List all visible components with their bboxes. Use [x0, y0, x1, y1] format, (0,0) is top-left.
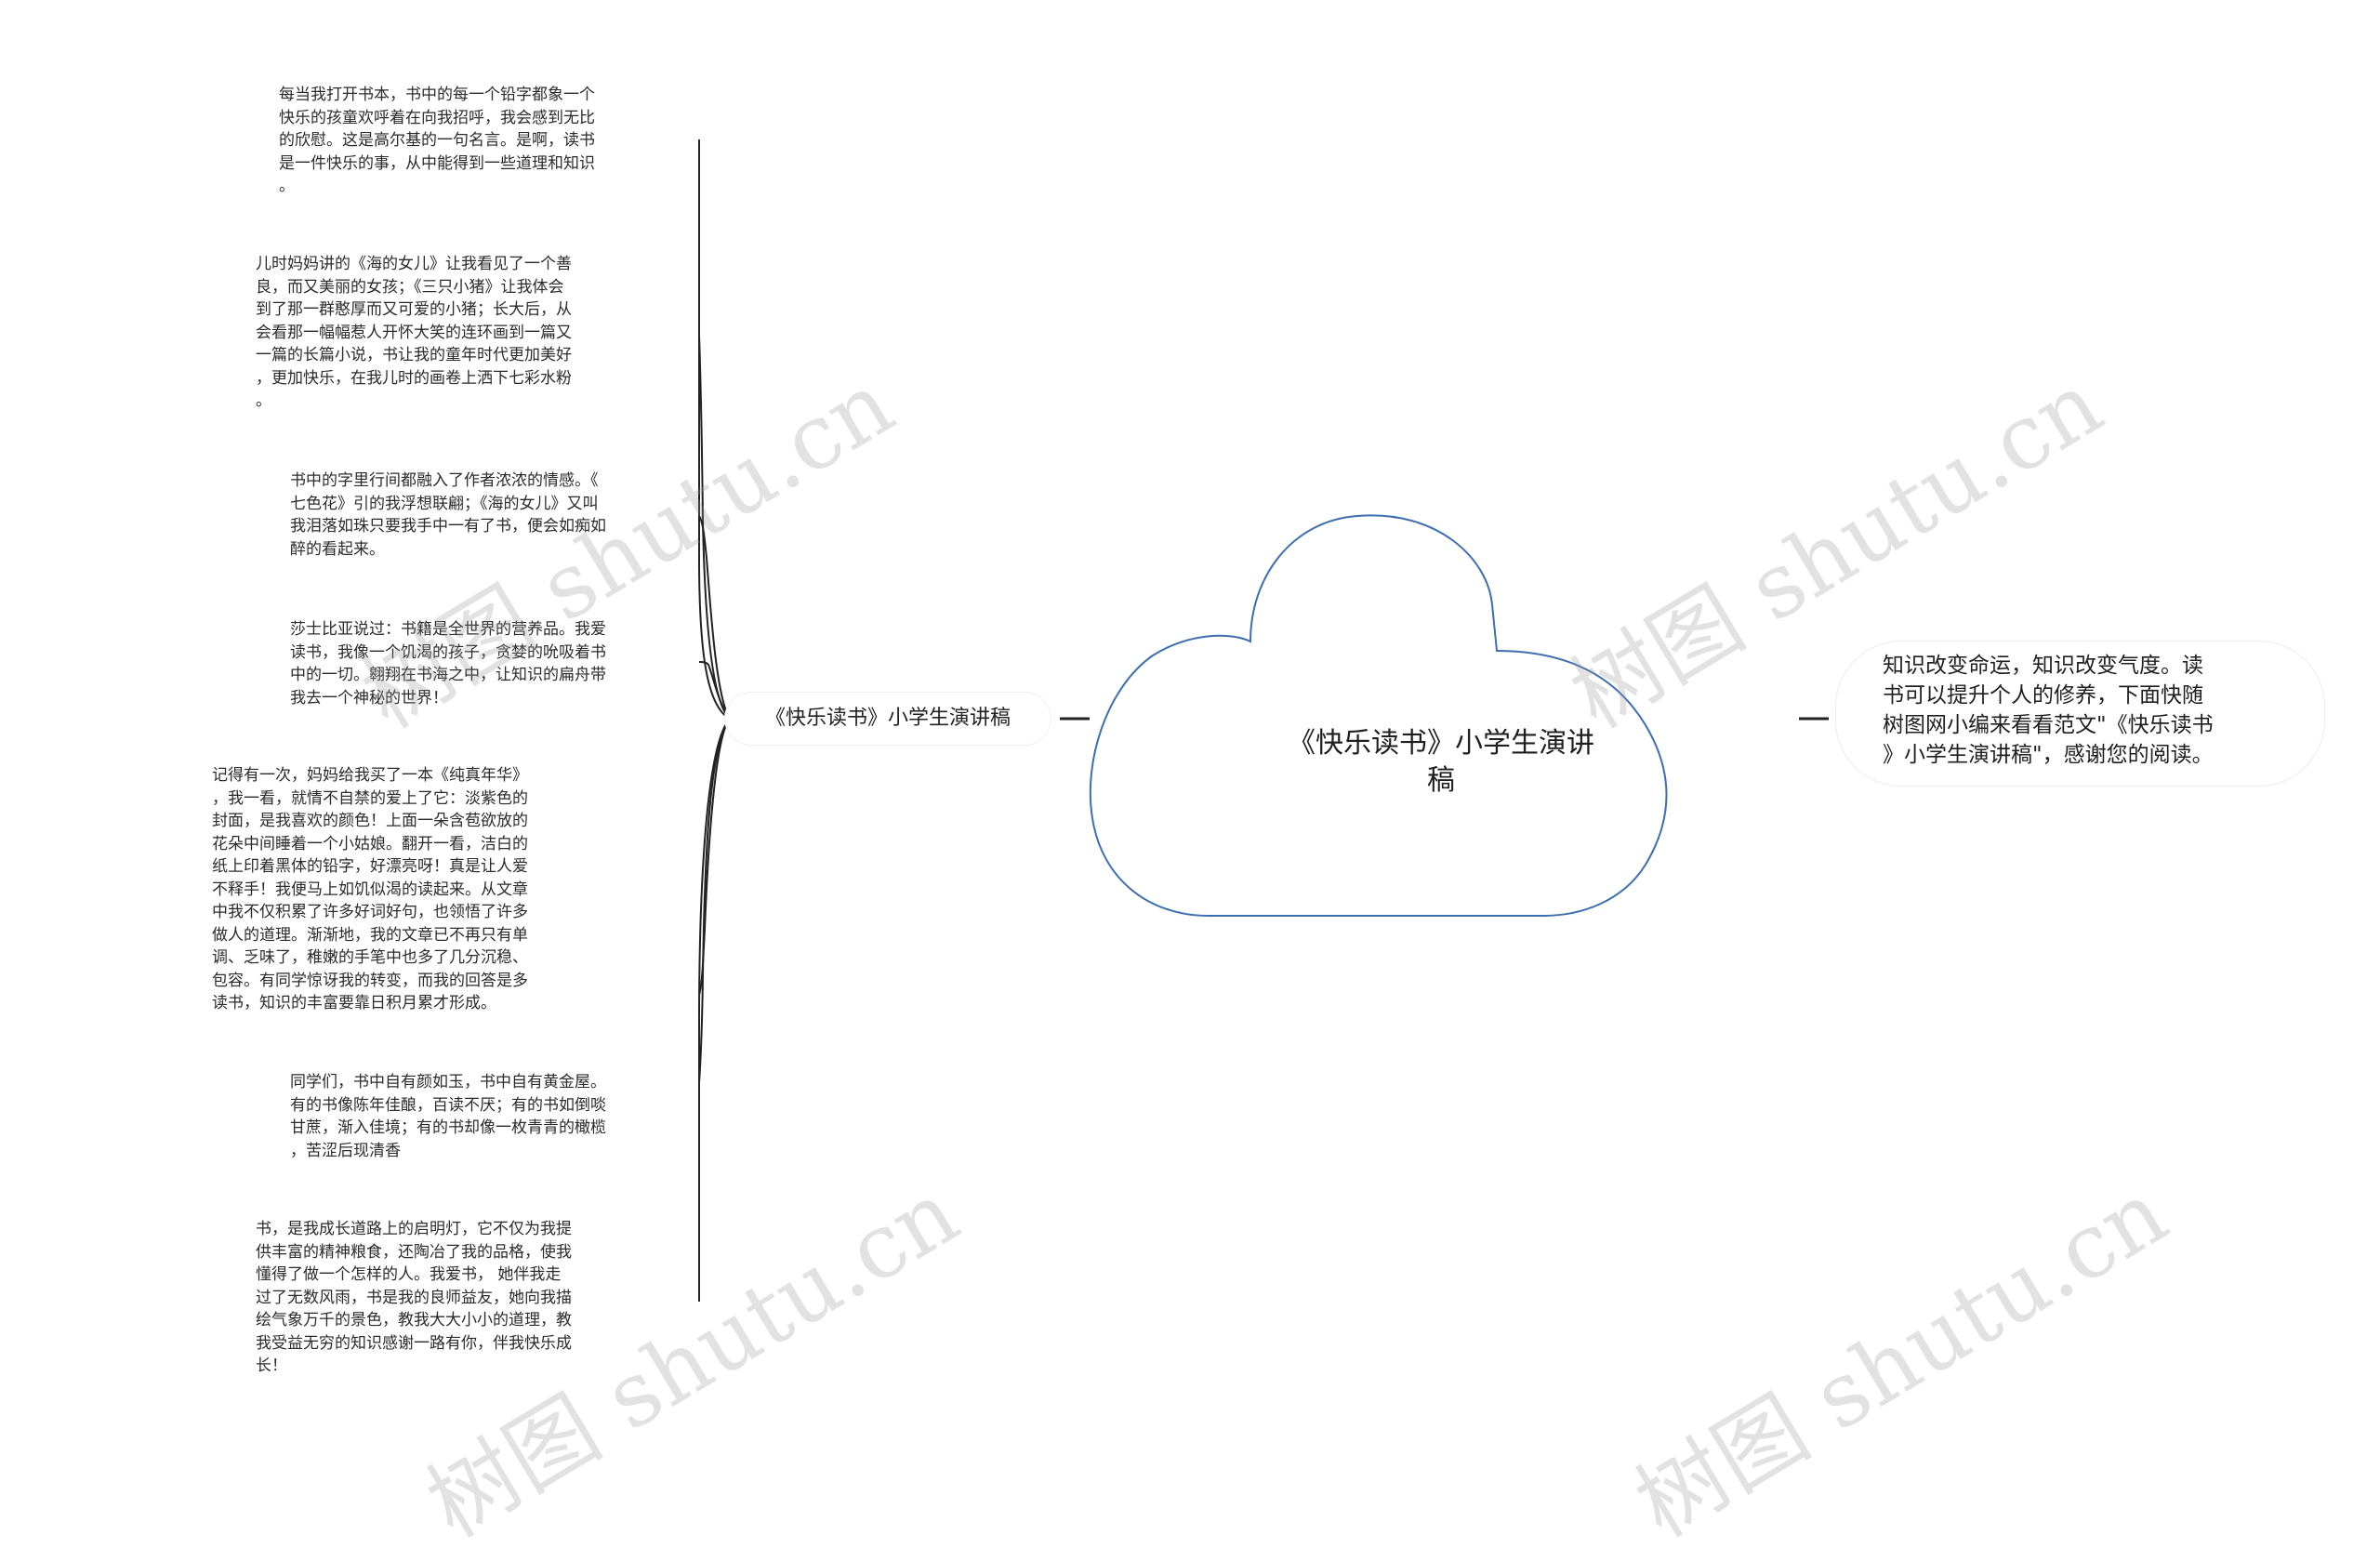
leaf-connector-5 — [698, 718, 731, 996]
leaf-connector-7 — [697, 718, 731, 1302]
summary-node-text: 知识改变命运，知识改变气度。读 书可以提升个人的修养，下面快随 树图网小编来看看… — [1883, 654, 2214, 767]
branch-node[interactable]: 《快乐读书》小学生演讲稿 — [725, 693, 1051, 745]
summary-node[interactable]: 知识改变命运，知识改变气度。读 书可以提升个人的修养，下面快随 树图网小编来看看… — [1836, 642, 2324, 786]
leaf-text-7: 书，是我成长道路上的启明灯，它不仅为我提 供丰富的精神粮食，还陶冶了我的品格，使… — [256, 1220, 572, 1375]
leaf-brace-lines — [697, 139, 731, 1302]
leaf-connector-3 — [698, 515, 731, 720]
leaf-text-3: 书中的字里行间都融入了作者浓浓的情感。《 七色花》引的我浮想联翩；《海的女儿》又… — [290, 471, 606, 559]
mind-map-canvas: 每当我打开书本，书中的每一个铅字都象一个 快乐的孩童欢呼着在向我招呼，我会感到无… — [212, 86, 2324, 1557]
leaf-text-4: 莎士比亚说过：书籍是全世界的营养品。我爱 读书，我像一个饥渴的孩子，贪婪的吮吸着… — [290, 620, 606, 708]
root-node-label[interactable]: 《快乐读书》小学生演讲 稿 — [1288, 727, 1594, 797]
leaf-connector-4 — [698, 661, 731, 720]
leaf-text-2: 儿时妈妈讲的《海的女儿》让我看见了一个善 良，而又美丽的女孩；《三只小猪》让我体… — [256, 255, 572, 410]
leaf-connector-6 — [698, 718, 731, 1084]
leaf-text-1: 每当我打开书本，书中的每一个铅字都象一个 快乐的孩童欢呼着在向我招呼，我会感到无… — [279, 86, 595, 195]
leaf-text-5: 记得有一次，妈妈给我买了一本《纯真年华》 ，我一看，就情不自禁的爱上了它：淡紫色… — [212, 766, 528, 1012]
root-cloud-shape — [1089, 514, 1668, 917]
connector-layer — [697, 139, 1829, 1302]
leaf-text-6: 同学们，书中自有颜如玉，书中自有黄金屋。 有的书像陈年佳酿，百读不厌；有的书如倒… — [290, 1073, 606, 1160]
branch-node-label: 《快乐读书》小学生演讲稿 — [764, 707, 1011, 730]
leaf-connector-1 — [697, 139, 731, 720]
leaf-connector-2 — [698, 334, 731, 720]
